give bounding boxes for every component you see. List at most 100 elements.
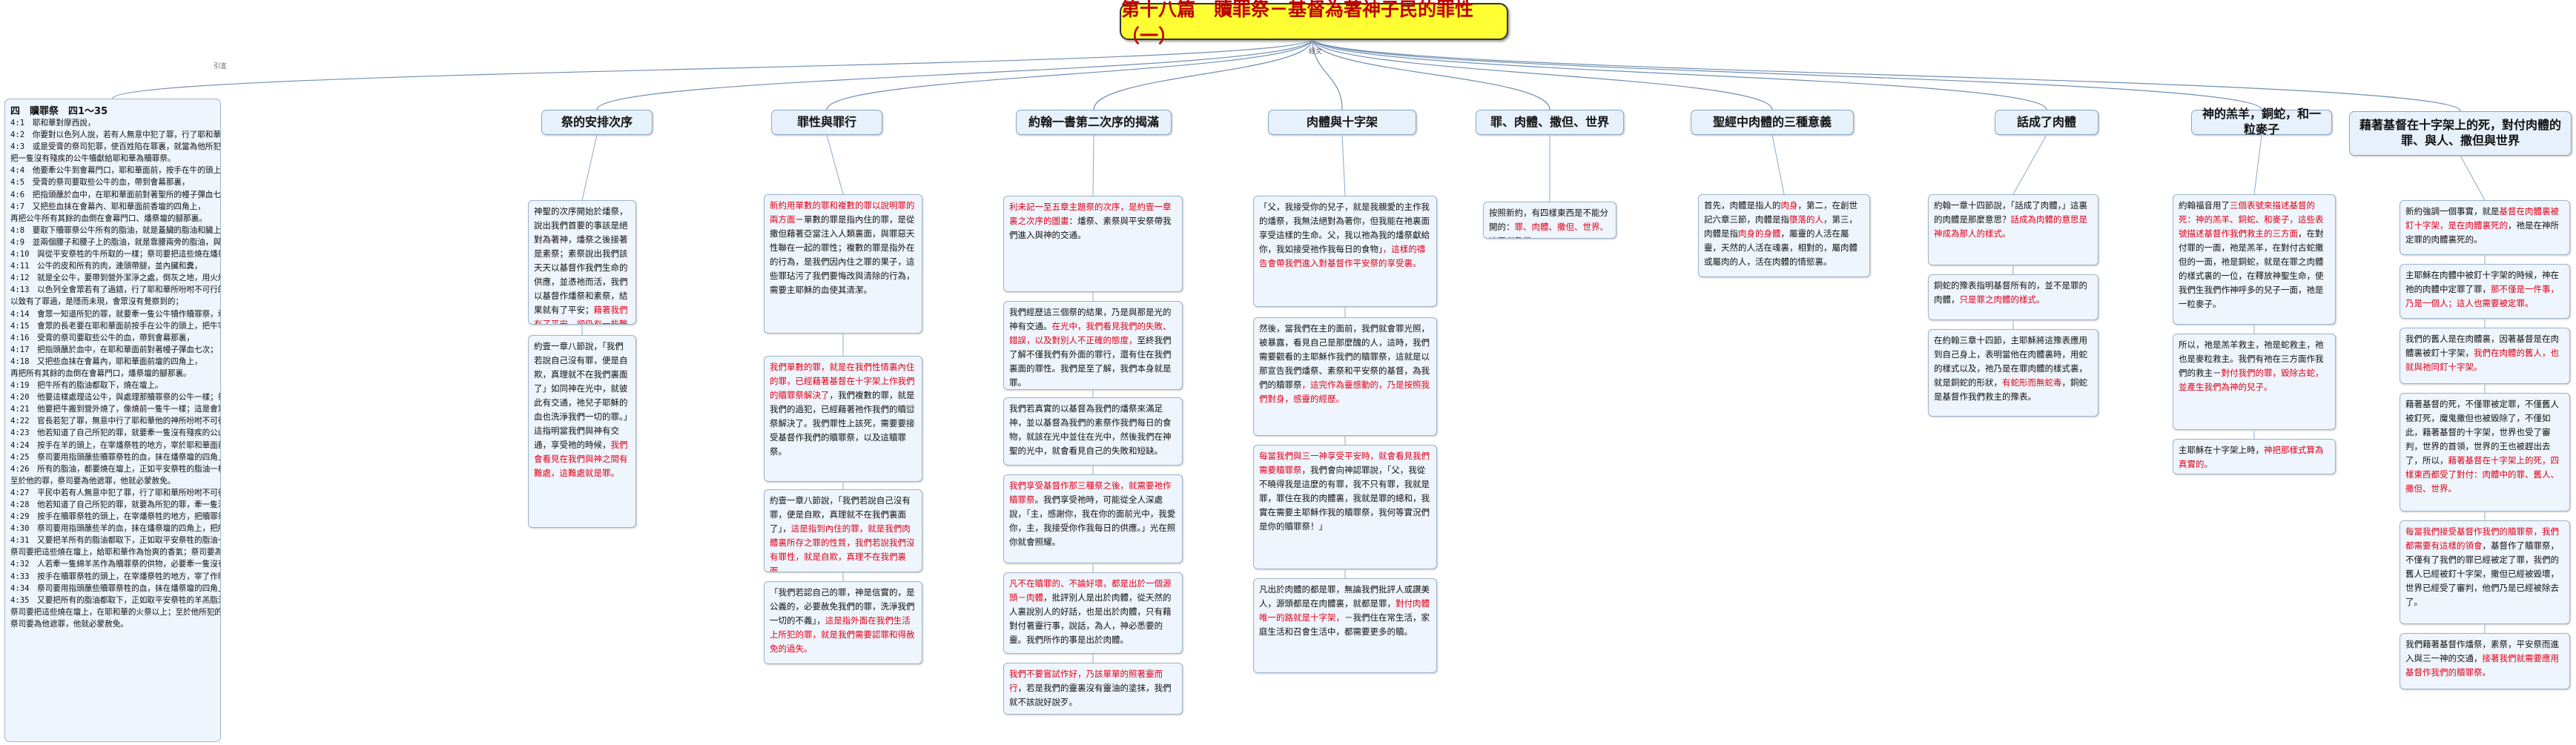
note-card[interactable]: 約翰福音用了三個表號來描述基督的死：神的羔羊、銅蛇、和麥子，這些表號描述基督作我… xyxy=(2173,194,2336,325)
scripture-line: 再把所有其餘的血倒在會幕門口，燔祭壇的腳那裏。 xyxy=(10,368,191,378)
scripture-line: 4:16 受膏的祭司要取些公牛的血，帶到會幕那裏， xyxy=(10,333,194,342)
emphasis-text: 罪、肉體、撒但、世界、這四者乃是一。 xyxy=(1489,221,1608,238)
emphasis-text: 每當我們與三一神享受平安時，就會看見我們需要贖罪祭 xyxy=(1259,451,1430,475)
branch-topic-7[interactable]: 話成了肉體 xyxy=(1995,110,2098,135)
scripture-line: 4:33 按手在贖罪祭牲的頭上，在宰燔祭牲的地方，宰了作贖罪祭。 xyxy=(10,572,220,581)
note-text: 在約翰三章十四節，主耶穌將這豫表應用到自己身上，表明當他在肉體裏時，用蛇的樣式以… xyxy=(1934,335,2087,388)
note-card[interactable]: 主耶穌在肉體中被釘十字架的時候，神在祂的肉體中定罪了罪，那不僅是一件事，乃是一個… xyxy=(2400,264,2570,319)
connector-note xyxy=(2253,134,2262,195)
note-card[interactable]: 銅蛇的豫表指明基督所有的，並不是罪的肉體，只是罪之肉體的樣式。 xyxy=(1928,274,2098,320)
emphasis-text: 我們會看見在我們與神之間有難處，這難處就是罪。 xyxy=(534,439,628,478)
note-card[interactable]: 約壹一章八節說，「我們若說自己沒有罪，便是自欺，真理就不在我們裏面了」，這是指到… xyxy=(764,489,922,572)
scripture-line: 4:28 他若知道了自己所犯的罪，就要為所犯的罪，牽一隻沒有殘疾的母山羊為供物。 xyxy=(10,500,220,509)
note-card[interactable]: 凡不在贖罪的、不論好壞，都是出於一個源頭－肉體，批評別人是出於肉體，從天然的人裏… xyxy=(1003,572,1183,654)
note-card[interactable]: 每當我們接受基督作我們的贖罪祭，我們都需要有這樣的領會，基督作了贖罪祭，不僅有了… xyxy=(2400,520,2570,624)
note-text: 神聖的次序開始於燔祭，說出我們首要的事該是絕對為著神，燔祭之後接著是素祭；素祭說… xyxy=(534,206,628,315)
scripture-line: 4:4 他要牽公牛到會幕門口，耶和華面前，按手在牛的頭上，把牛宰於耶和華面前。 xyxy=(10,166,221,176)
note-text: 所以，祂是羔羊救主，祂是蛇救主，祂也是麥粒救主。我們有祂在三方面作我們的救主－ xyxy=(2179,340,2324,378)
note-card[interactable]: 新約強調一個事實，就是基督在肉體裏被釘十字架，是在肉體裏死的，祂是在神所定罪的肉… xyxy=(2400,200,2570,255)
connector-branch xyxy=(1312,38,1773,110)
note-card[interactable]: 每當我們與三一神享受平安時，就會看見我們需要贖罪祭，我們會向神認罪說，「父，我從… xyxy=(1253,445,1437,569)
note-card[interactable]: 藉著基督的死，不僅罪被定罪，不僅舊人被釘死，魔鬼撒但也被毀除了，不僅如此，藉著基… xyxy=(2400,393,2570,511)
emphasis-text: 基督在肉體裏被釘十字架，是在肉體裏死的 xyxy=(2405,206,2559,231)
scripture-line: 4:29 按手在贖罪祭牲的頭上，在宰燔祭牲的地方，把贖罪祭牲宰了。 xyxy=(10,512,220,522)
note-card[interactable]: 然後，當我們在主的面前，我們就會罪光照，被暴露，看見自己是那麼醜的人，這時，我們… xyxy=(1253,317,1437,436)
note-card[interactable]: 新約用單數的罪和複數的罪以說明罪的兩方面－單數的罪是指內住的罪，是從撒但藉著亞當… xyxy=(764,194,922,334)
note-card[interactable]: 凡出於肉體的都是罪，無論我們批評人或讚美人，源頭都是在肉體裏，就都是罪，對付肉體… xyxy=(1253,578,1437,673)
emphasis-text: 我們享受基督作那三種祭之後，就需要祂作贖罪祭 xyxy=(1009,480,1172,505)
scripture-line: 把一隻沒有殘疾的公牛犢獻給耶和華為贖罪祭。 xyxy=(10,154,176,164)
connector-branch xyxy=(1312,38,2047,110)
emphasis-text: 藉著基督在十字架上的死，四樣東西都受了對付：肉體中的罪、舊人、撒但、世界。 xyxy=(2405,454,2559,494)
scripture-panel[interactable]: 四 贖罪祭 四1～35 4:1 耶和華對摩西說，4:2 你要對以色列人說，若有人… xyxy=(4,99,221,742)
emphasis-text: 接著我們就需要應用基督作我們的贖罪祭。 xyxy=(2405,652,2559,678)
branch-topic-2[interactable]: 罪性與罪行 xyxy=(771,110,882,135)
scripture-line: 4:5 受膏的祭司要取些公牛的血，帶到會幕那裏， xyxy=(10,178,190,188)
note-card[interactable]: 我們享受基督作那三種祭之後，就需要祂作贖罪祭。我們享受祂時，可能從全人深處說，「… xyxy=(1003,474,1183,563)
note-card[interactable]: 我們的舊人是在肉體裏，因著基督是在肉體裏被釘十字架，我們在肉體的舊人，也就與祂同… xyxy=(2400,328,2570,384)
note-text: 我們藉著基督作燔祭，素祭，平安祭而進入與三一神的交通， xyxy=(2405,639,2559,663)
note-text: 凡出於肉體的都是罪，無論我們批評人或讚美人，源頭都是在肉體裏，就都是罪， xyxy=(1259,584,1430,609)
scripture-line: 至於他的罪，祭司要為他遮罪，他就必蒙赦免。 xyxy=(10,476,176,486)
emphasis-text: 利未記一至五章主題祭的次序，是約壹一章裏之次序的圖畫 xyxy=(1009,202,1172,226)
note-card[interactable]: 約翰一章十四節說，「話成了肉體，」這裏的肉體是那麼意思？話成為肉體的意思是神成為… xyxy=(1928,194,2098,265)
note-card[interactable]: 利未記一至五章主題祭的次序，是約壹一章裏之次序的圖畫：燔祭、素祭與平安祭帶我們進… xyxy=(1003,196,1183,292)
emphasis-text: 我們單數的罪，就是在我們性情裏內住的罪，已經藉著基督在十字架上作我們的贖罪祭解決… xyxy=(770,362,915,400)
emphasis-text: 藉著我們有了平安，卻仍有一些難處－裏面的罪性和外面的罪行，這些那必須對付。 xyxy=(534,304,628,325)
note-text: －單數的罪是指內住的罪，是從撒但藉著亞當注入人類裏面，與罪惡天性聯在一起的罪性；… xyxy=(770,213,915,295)
branch-topic-1[interactable]: 祭的安排次序 xyxy=(541,110,653,135)
hub-label-intro: 引言 xyxy=(214,63,228,70)
emphasis-text: 話成為肉體的意思是神成為那人的樣式。 xyxy=(1934,213,2087,239)
branch-topic-6[interactable]: 聖經中肉體的三種意義 xyxy=(1691,110,1854,135)
note-card[interactable]: 我們單數的罪，就是在我們性情裏內住的罪，已經藉著基督在十字架上作我們的贖罪祭解決… xyxy=(764,356,922,482)
scripture-line: 4:24 按手在羊的頭上，在宰燔祭牲的地方，宰於耶和華面前；這是贖罪祭。 xyxy=(10,440,220,450)
note-card[interactable]: 主耶穌在十字架上時，神把那樣式算為真實的。 xyxy=(2173,439,2336,474)
note-card[interactable]: 「父，我接受你的兒子，就是我親愛的主作我的燔祭，我無法絕對為著你，但我能在祂裏面… xyxy=(1253,196,1437,307)
note-card[interactable]: 「我們若認自己的罪，神是信實的，是公義的，必要赦免我們的罪，洗淨我們一切的不義」… xyxy=(764,581,922,664)
scripture-line: 4:10 與從平安祭牲的牛所取的一樣；祭司要把這些燒在燔祭壇上。 xyxy=(10,250,220,259)
emphasis-text: 墮落的人 xyxy=(1789,213,1823,225)
note-card[interactable]: 首先，肉體是指人的肉身，第二，在創世記六章三節，肉體是指墮落的人，第三，肉體是指… xyxy=(1698,194,1870,277)
note-card[interactable]: 所以，祂是羔羊救主，祂是蛇救主，祂也是麥粒救主。我們有祂在三方面作我們的救主－對… xyxy=(2173,334,2336,430)
scripture-line: 4:22 官長若犯了罪，無意中行了耶和華他的神所吩咐不可行的甚麼事，以致有了罪過… xyxy=(10,417,220,426)
emphasis-text: 有蛇形而無蛇毒 xyxy=(2002,377,2062,388)
note-text: －我們住在常生活，家庭生活和召會生活中，都需要更多的贖。 xyxy=(1259,612,1430,637)
scripture-line: 祭司要把這些燒在壇上，在耶和華的火祭以上；至於他所犯的罪， xyxy=(10,607,221,617)
note-card[interactable]: 約壹一章八節說，「我們若說自己沒有罪，便是自欺，真理就不在我們裏面了」如同神在光… xyxy=(528,335,636,528)
note-text: ，祂是在神所定罪的肉體裏死的。 xyxy=(2405,219,2559,245)
scripture-line: 4:32 人若牽一隻綿羊羔作為贖罪祭的供物，必要牽一隻沒有殘疾的母羊， xyxy=(10,560,220,569)
note-text: ，我們複數的罪，就是我們的過犯，已經藉著祂作我們的贖愆祭解決了。 xyxy=(770,389,915,428)
note-card[interactable]: 在約翰三章十四節，主耶穌將這豫表應用到自己身上，表明當他在肉體裏時，用蛇的樣式以… xyxy=(1928,329,2098,417)
note-text: 我們的舊人是在肉體裏，因著基督是在肉體裏被釘十字架， xyxy=(2405,334,2559,358)
note-card[interactable]: 按照新約，有四樣東西是不能分開的：罪、肉體、撒但、世界、這四者乃是一。 xyxy=(1483,202,1616,239)
branch-topic-8[interactable]: 神的羔羊，銅蛇，和一粒麥子 xyxy=(2191,107,2332,136)
connector-branch xyxy=(1093,38,1313,110)
branch-topic-5[interactable]: 罪、肉體、撒但、世界 xyxy=(1476,110,1624,135)
note-card[interactable]: 我們若真實的以基督為我們的燔祭來滿足神，並以基督為我們的素祭作我們每日的食物，就… xyxy=(1003,397,1183,466)
scripture-line: 4:25 祭司要用指頭蘸些贖罪祭牲的血，抹在燔祭壇的四角上，把所有其餘的血倒在燔… xyxy=(10,452,220,462)
note-card[interactable]: 神聖的次序開始於燔祭，說出我們首要的事該是絕對為著神，燔祭之後接著是素祭；素祭說… xyxy=(528,200,636,325)
emphasis-text: 凡不在贖罪的、不論好壞，都是出於一個源頭－肉體 xyxy=(1009,578,1172,603)
connector-branch xyxy=(1312,38,1550,110)
connector-note xyxy=(581,134,598,201)
central-topic[interactable]: 第十八篇 贖罪祭－基督為著神子民的罪性（一） xyxy=(1120,0,1508,47)
scripture-line: 4:6 把指頭蘸於血中，在耶和華面前對著聖所的幔子彈血七次。 xyxy=(10,190,221,199)
scripture-line: 4:30 祭司要用指頭蘸些羊的血，抹在燔祭壇的四角上，把所有其餘的血倒在壇的腳那… xyxy=(10,524,220,534)
connector-branch xyxy=(1312,38,2262,110)
note-card[interactable]: 我們不要嘗試作好，乃該單單的照著靈而行，若是我們的靈裏沒有靈油的塗抹，我們就不該… xyxy=(1003,663,1183,715)
branch-topic-4[interactable]: 肉體與十字架 xyxy=(1268,110,1416,135)
note-text: 主耶穌在十字架上時， xyxy=(2179,445,2264,455)
note-text: 如同神在光中，就彼此有交通，祂兒子耶穌的血也洗淨我們一切的罪。」這指明當我們與神… xyxy=(534,383,628,450)
connector-note xyxy=(1092,134,1094,196)
note-text: ，若是我們的靈裏沒有靈油的塗抹，我們就不該說好說歹。 xyxy=(1009,682,1172,707)
branch-topic-3[interactable]: 約翰一書第二次序的揭滿 xyxy=(1016,110,1172,135)
emphasis-text: 三個表號來描述基督的死：神的羔羊、銅蛇、和麥子，這些表號描述基督作我們救主的三方… xyxy=(2179,200,2324,239)
scripture-line: 4:27 平民中若有人無意中犯了罪，行了耶和華所吩咐不可行的甚麼事，以致有了罪過… xyxy=(10,488,220,497)
branch-topic-9[interactable]: 藉著基督在十字架上的死，對付肉體的罪、與人、撒但與世界 xyxy=(2349,111,2572,156)
scripture-line: 4:31 又要把羊所有的脂油都取下，正如取平安祭牲的脂油一樣， xyxy=(10,536,221,546)
note-card[interactable]: 我們經歷這三個祭的結果，乃是與那是光的神有交通。在光中，我們看見我們的失敗、錯誤… xyxy=(1003,301,1183,390)
scripture-line: 再把公牛所有其餘的血倒在會幕門口、燔祭壇的腳那裏。 xyxy=(10,213,207,223)
scripture-line: 4:7 又把些血抹在會幕內、耶和華面前香壇的四角上， xyxy=(10,202,205,211)
note-card[interactable]: 我們藉著基督作燔祭，素祭，平安祭而進入與三一神的交通，接著我們就需要應用基督作我… xyxy=(2400,633,2570,689)
connector-note xyxy=(2012,134,2047,195)
